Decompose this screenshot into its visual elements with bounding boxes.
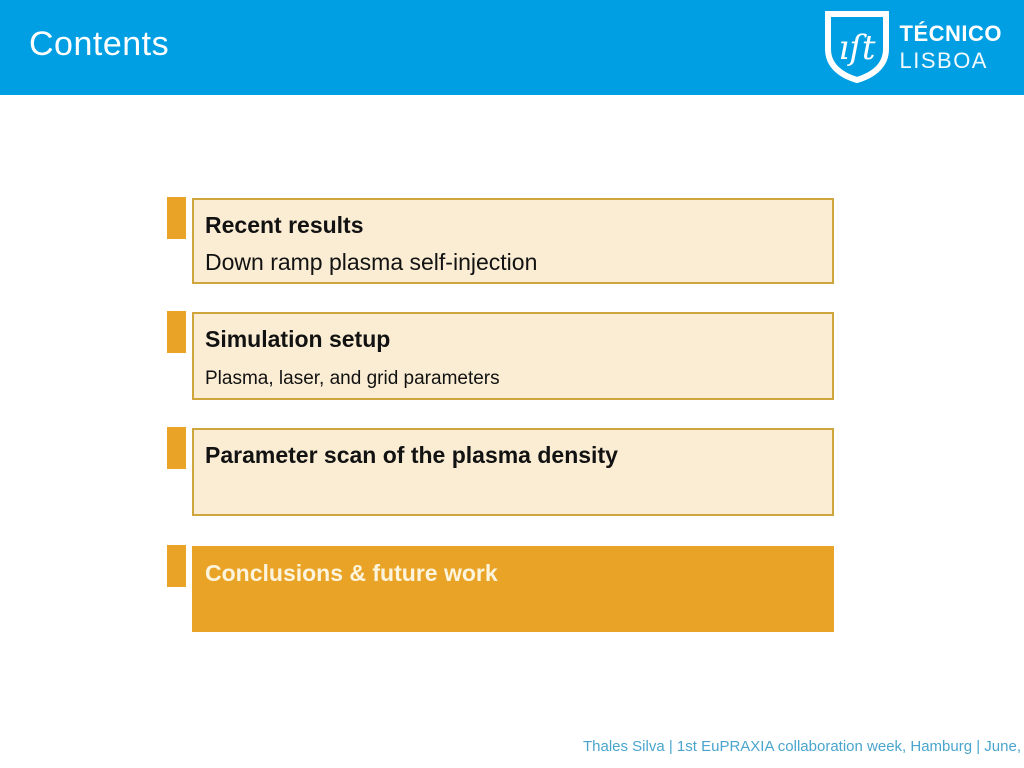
logo-line-tecnico: TÉCNICO bbox=[899, 21, 1002, 46]
toc-item-subtitle: Plasma, laser, and grid parameters bbox=[205, 368, 500, 389]
toc-item-subtitle: Down ramp plasma self-injection bbox=[205, 249, 538, 275]
toc-item-title: Recent results bbox=[205, 212, 364, 238]
bullet-tab bbox=[167, 427, 186, 469]
logo-wordmark: TÉCNICO LISBOA bbox=[900, 11, 1003, 74]
toc-item-parameter-scan: Parameter scan of the plasma density bbox=[192, 428, 834, 516]
header-bar: Contents ıſt TÉCNICO LISBOA bbox=[0, 0, 1024, 95]
toc-item-conclusions: Conclusions & future work bbox=[192, 546, 834, 632]
logo-line-lisboa: LISBOA bbox=[899, 48, 988, 73]
page-title: Contents bbox=[29, 25, 170, 63]
toc-item-simulation-setup: Simulation setup Plasma, laser, and grid… bbox=[192, 312, 834, 400]
bullet-tab bbox=[167, 197, 186, 239]
shield-icon: ıſt bbox=[824, 11, 889, 83]
toc-item-title: Simulation setup bbox=[205, 326, 391, 352]
toc-item-title: Parameter scan of the plasma density bbox=[205, 442, 618, 468]
bullet-tab bbox=[167, 311, 186, 353]
toc-item-title: Conclusions & future work bbox=[205, 560, 498, 586]
shield-monogram: ıſt bbox=[838, 28, 875, 68]
bullet-tab bbox=[167, 545, 186, 587]
tecnico-lisboa-logo: ıſt TÉCNICO LISBOA bbox=[824, 11, 1003, 83]
toc-item-recent-results: Recent results Down ramp plasma self-inj… bbox=[192, 198, 834, 284]
footer-credit: Thales Silva | 1st EuPRAXIA collaboratio… bbox=[582, 738, 1021, 755]
